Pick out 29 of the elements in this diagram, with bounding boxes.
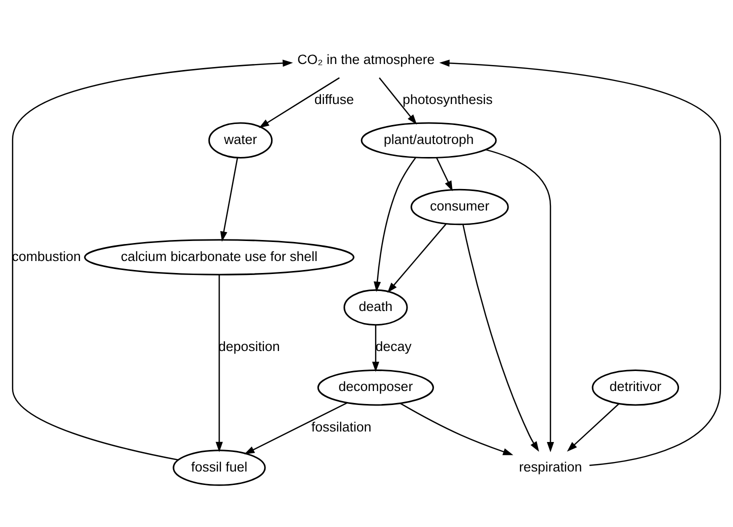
arrow [439, 59, 722, 466]
arrow [216, 274, 223, 452]
arrow [462, 224, 540, 452]
arrow [387, 222, 447, 292]
arrow [12, 59, 293, 460]
arrow [567, 403, 620, 452]
node-ellipse: decomposer [317, 368, 434, 406]
node-ellipse: consumer [410, 188, 509, 225]
edge-label: diffuse [314, 91, 354, 106]
node-ellipse: water [208, 122, 273, 158]
arrow [378, 76, 417, 124]
edge-label: combustion [12, 248, 81, 264]
edge-label: fossilation [311, 418, 372, 434]
arrow [436, 156, 453, 191]
arrow [244, 402, 348, 454]
node-ellipse: fossil fuel [172, 449, 266, 486]
edge-label: photosynthesis [402, 91, 493, 106]
arrow [258, 76, 340, 128]
node-ellipse: detritivor [592, 368, 680, 406]
node-text: respiration [518, 458, 582, 474]
node-ellipse: calcium bicarbonate use for shell [84, 238, 354, 275]
arrow [486, 148, 554, 452]
arrow [220, 157, 238, 242]
node-ellipse: plant/autotroph [360, 122, 497, 158]
node-ellipse: death [344, 288, 408, 326]
arrow [400, 402, 514, 455]
arrow [374, 156, 416, 292]
arrow [372, 324, 380, 372]
node-text: CO₂ in the atmosphere [297, 51, 435, 66]
